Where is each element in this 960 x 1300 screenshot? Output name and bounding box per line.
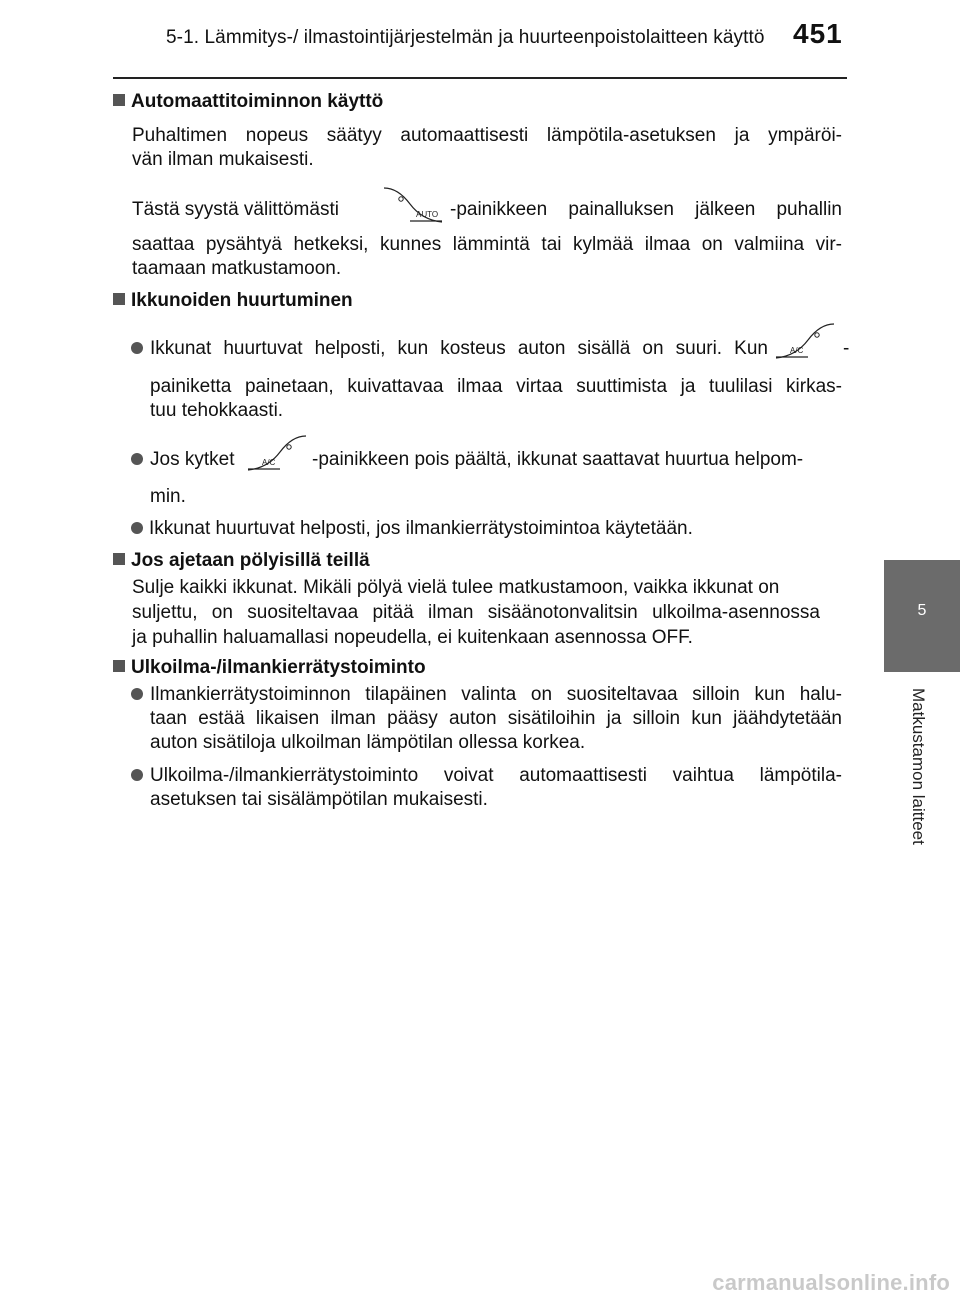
chapter-label: Matkustamon laitteet — [909, 688, 928, 845]
section-heading: Jos ajetaan pölyisillä teillä — [113, 549, 370, 573]
round-bullet-icon — [131, 688, 143, 700]
section-heading: Automaattitoiminnon käyttö — [113, 90, 383, 114]
header-divider — [113, 77, 847, 79]
paragraph-line: suljettu, on suositeltavaa pitää ilman s… — [132, 602, 820, 623]
heading-text: Jos ajetaan pölyisillä teillä — [131, 550, 370, 571]
paragraph-line: vän ilman mukaisesti. — [132, 149, 314, 170]
paragraph-line: -painikkeen pois päältä, ikkunat saattav… — [312, 449, 804, 470]
list-item: Ikkunat huurtuvat helposti, jos ilmankie… — [131, 517, 693, 541]
ac-label: A/C — [790, 346, 804, 355]
paragraph-line: saattaa pysähtyä hetkeksi, kunnes lämmin… — [132, 234, 842, 255]
list-item — [131, 764, 149, 788]
paragraph-line: Tästä syystä välittömästi — [132, 199, 339, 220]
list-item — [131, 337, 149, 361]
round-bullet-icon — [131, 453, 143, 465]
chapter-tab[interactable]: 5 — [884, 560, 960, 672]
watermark-link[interactable]: carmanualsonline.info — [712, 1270, 950, 1295]
paragraph-line: -painikkeen painalluksen jälkeen puhalli… — [450, 199, 842, 220]
paragraph-line: Ilmankierrätystoiminnon tilapäinen valin… — [150, 684, 842, 705]
paragraph-line: taan estää likaisen ilman pääsy auton si… — [150, 708, 842, 729]
paragraph-line: ja puhallin haluamallasi nopeudella, ei … — [132, 627, 693, 648]
square-bullet-icon — [113, 553, 125, 565]
paragraph-line: Jos kytket — [150, 449, 235, 470]
auto-button-icon: AUTO — [383, 187, 443, 223]
square-bullet-icon — [113, 94, 125, 106]
section-heading: Ikkunoiden huurtuminen — [113, 289, 353, 313]
round-bullet-icon — [131, 769, 143, 781]
paragraph-line: Ulkoilma-/ilmankierrätystoiminto voivat … — [150, 765, 842, 786]
ac-button-icon: A/C — [247, 435, 307, 471]
paragraph-line: taamaan matkustamoon. — [132, 258, 342, 279]
round-bullet-icon — [131, 342, 143, 354]
auto-label: AUTO — [416, 210, 438, 219]
ac-button-icon: A/C — [775, 323, 835, 359]
section-heading: Ulkoilma-/ilmankierrätystoiminto — [113, 656, 426, 680]
paragraph-line: auton sisätiloja ulkoilman lämpötilan ol… — [150, 732, 586, 753]
paragraph-line: tuu tehokkaasti. — [150, 400, 284, 421]
page-number: 451 — [793, 18, 843, 49]
list-item — [131, 683, 149, 707]
square-bullet-icon — [113, 293, 125, 305]
paragraph-line: - — [843, 338, 850, 359]
paragraph-line: Sulje kaikki ikkunat. Mikäli pölyä vielä… — [132, 577, 780, 598]
heading-text: Ulkoilma-/ilmankierrätystoiminto — [131, 657, 426, 678]
paragraph-line: asetuksen tai sisälämpötilan mukaisesti. — [150, 789, 488, 810]
paragraph-line: Ikkunat huurtuvat helposti, kun kosteus … — [150, 338, 768, 359]
paragraph-line: min. — [150, 486, 186, 507]
list-item-text: Ikkunat huurtuvat helposti, jos ilmankie… — [149, 518, 693, 539]
list-item — [131, 448, 149, 472]
heading-text: Ikkunoiden huurtuminen — [131, 290, 353, 311]
heading-text: Automaattitoiminnon käyttö — [131, 91, 384, 112]
paragraph-line: Puhaltimen nopeus säätyy automaattisesti… — [132, 125, 842, 146]
chapter-number: 5 — [917, 602, 927, 619]
round-bullet-icon — [131, 522, 143, 534]
section-title: 5-1. Lämmitys-/ ilmastointijärjestelmän … — [166, 27, 765, 48]
ac-label: A/C — [262, 458, 276, 467]
square-bullet-icon — [113, 660, 125, 672]
paragraph-line: painiketta painetaan, kuivattavaa ilmaa … — [150, 376, 842, 397]
